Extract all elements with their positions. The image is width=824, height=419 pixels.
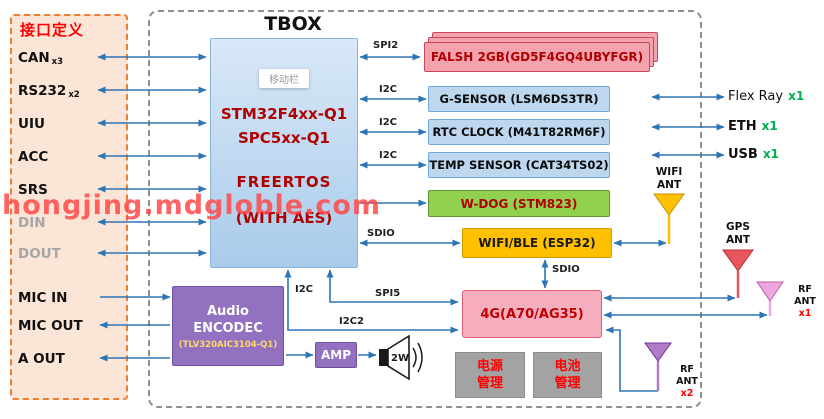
power-mgmt-line1: 电源 bbox=[476, 359, 503, 374]
panel-title: 接口定义 bbox=[20, 21, 85, 39]
gps-antenna-icon bbox=[722, 249, 754, 298]
flexray-count: x1 bbox=[788, 89, 805, 103]
temp-sensor-block: TEMP SENSOR (CAT34TS02) bbox=[428, 152, 610, 178]
tbox-boundary bbox=[148, 10, 702, 408]
port-count: x3 bbox=[51, 57, 64, 67]
bus-label-spi5: SPI5 bbox=[374, 288, 402, 299]
wifi-ble-block: WIFI/BLE (ESP32) bbox=[462, 228, 612, 258]
gps-ant-line2: ANT bbox=[725, 234, 751, 246]
watermark: hongjing.mdgloble.com bbox=[2, 190, 382, 221]
gps-ant-label: GPS ANT bbox=[716, 221, 760, 247]
eth-name: ETH bbox=[728, 119, 757, 134]
bus-label-spi2: SPI2 bbox=[372, 40, 400, 51]
tbox-title: TBOX bbox=[264, 13, 322, 35]
rf-ant1-label: RF ANT x1 bbox=[786, 284, 824, 320]
flexray-label: Flex Ray x1 bbox=[728, 89, 804, 104]
mcu-line-4: (WITH AES) bbox=[235, 209, 333, 227]
usb-count: x1 bbox=[762, 147, 779, 161]
gps-ant-line1: GPS bbox=[726, 221, 750, 233]
flexray-name: Flex Ray bbox=[728, 89, 784, 104]
mcu-overlay-chip: 移动栏 bbox=[259, 69, 309, 88]
bus-label-i2c-audio: I2C bbox=[294, 284, 315, 295]
port-row-srs: SRS bbox=[18, 179, 48, 199]
eth-count: x1 bbox=[761, 119, 778, 133]
usb-name: USB bbox=[728, 147, 758, 162]
bus-label-sdio-4g: SDIO bbox=[551, 264, 581, 275]
port-row-din: DIN bbox=[18, 212, 46, 232]
bus-label-sdio-wifi: SDIO bbox=[366, 228, 396, 239]
port-label: DIN bbox=[18, 215, 46, 231]
port-label: RS232 bbox=[18, 83, 67, 99]
rf-antenna-1-icon bbox=[756, 281, 784, 316]
g-sensor-block: G-SENSOR (LSM6DS3TR) bbox=[428, 86, 610, 112]
power-mgmt-block: 电源 管理 bbox=[455, 352, 525, 398]
port-count: x2 bbox=[68, 90, 80, 100]
mcu-line-3: FREERTOS bbox=[236, 173, 332, 191]
power-mgmt-line2: 管理 bbox=[476, 376, 503, 391]
usb-label: USB x1 bbox=[728, 147, 779, 162]
speaker-icon: 2W bbox=[378, 332, 428, 388]
interface-panel bbox=[10, 14, 128, 400]
watchdog-block: W-DOG (STM823) bbox=[428, 190, 610, 217]
port-label: SRS bbox=[18, 182, 48, 198]
port-row-mic-in: MIC IN bbox=[18, 287, 67, 307]
audio-line-1: Audio bbox=[206, 303, 249, 319]
audio-line-3: (TLV320AIC3104-Q1) bbox=[178, 339, 278, 350]
bus-label-i2c-gsensor: I2C bbox=[378, 84, 399, 95]
port-label: DOUT bbox=[18, 246, 61, 262]
bus-label-i2c-rtc: I2C bbox=[378, 117, 399, 128]
mcu-line-2: SPC5xx-Q1 bbox=[237, 129, 330, 147]
port-label: UIU bbox=[18, 116, 45, 132]
eth-label: ETH x1 bbox=[728, 119, 778, 134]
port-label: CAN bbox=[18, 50, 50, 66]
flash-block: FALSH 2GB(GD5F4GQ4UBYFGR) bbox=[424, 42, 650, 72]
mcu-line-1: STM32F4xx-Q1 bbox=[220, 105, 348, 123]
audio-codec-block: Audio ENCODEC (TLV320AIC3104-Q1) bbox=[172, 286, 284, 366]
battery-mgmt-line1: 电池 bbox=[554, 359, 581, 374]
modem-4g-block: 4G(A70/AG35) bbox=[462, 290, 602, 338]
port-row-mic-out: MIC OUT bbox=[18, 315, 83, 335]
port-label: ACC bbox=[18, 149, 49, 165]
port-label: MIC OUT bbox=[18, 318, 83, 334]
port-row-uiu: UIU bbox=[18, 113, 45, 133]
battery-mgmt-block: 电池 管理 bbox=[533, 352, 602, 398]
audio-line-2: ENCODEC bbox=[193, 320, 263, 336]
rtc-clock-block: RTC CLOCK (M41T82RM6F) bbox=[428, 119, 610, 145]
speaker-power-label: 2W bbox=[391, 353, 409, 364]
port-row-a-out: A OUT bbox=[18, 348, 65, 368]
wifi-ant-line2: ANT bbox=[656, 179, 682, 191]
rf-ant2-name: RF ANT bbox=[676, 364, 698, 387]
bus-label-i2c-temp: I2C bbox=[378, 150, 399, 161]
wifi-ant-label: WIFI ANT bbox=[647, 166, 691, 192]
port-row-acc: ACC bbox=[18, 146, 48, 166]
rf-ant2-count: x2 bbox=[680, 388, 694, 399]
bus-label-i2c2: I2C2 bbox=[338, 316, 365, 327]
rf-ant1-name: RF ANT bbox=[794, 284, 816, 307]
rf-ant1-count: x1 bbox=[798, 308, 812, 319]
wifi-ant-line1: WIFI bbox=[655, 166, 683, 178]
rf-ant2-label: RF ANT x2 bbox=[668, 364, 706, 400]
mcu-block: 移动栏 STM32F4xx-Q1 SPC5xx-Q1 FREERTOS (WIT… bbox=[210, 38, 358, 268]
port-row-dout: DOUT bbox=[18, 243, 61, 263]
port-label: MIC IN bbox=[18, 290, 68, 306]
amp-block: AMP bbox=[315, 342, 357, 368]
battery-mgmt-line2: 管理 bbox=[554, 376, 581, 391]
port-label: A OUT bbox=[18, 351, 65, 367]
